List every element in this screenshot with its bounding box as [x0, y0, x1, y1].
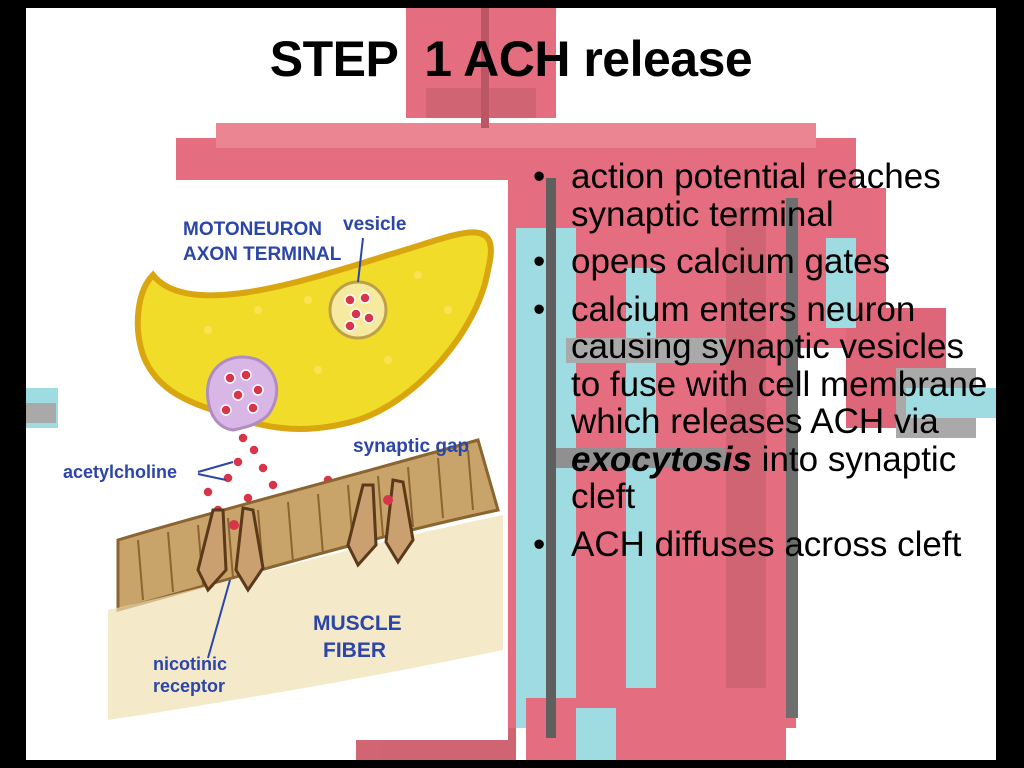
bullet-text: opens calcium gates [571, 242, 891, 281]
label-receptor-line1: nicotinic [153, 654, 227, 674]
bullet-item: calcium enters neuron causing synaptic v… [531, 289, 991, 516]
label-axon-line1: MOTONEURON [183, 219, 322, 240]
bullet-text-before: calcium enters neuron causing synaptic v… [571, 289, 988, 441]
synapse-diagram: MOTONEURON AXON TERMINAL vesicle synapti… [58, 180, 508, 740]
nicotinic-receptor-2 [346, 478, 415, 568]
label-acetylcholine: acetylcholine [63, 462, 177, 482]
label-muscle-line2: FIBER [323, 639, 386, 662]
bullet-text: action potential reaches synaptic termin… [571, 157, 941, 234]
label-synaptic-gap: synaptic gap [353, 436, 469, 457]
bullet-text-after: into synaptic cleft [571, 439, 957, 516]
label-vesicle: vesicle [343, 214, 406, 235]
bullet-emphasis: exocytosis [571, 439, 752, 479]
bullet-item: ACH diffuses across cleft [531, 524, 991, 564]
bullet-item: opens calcium gates [531, 243, 991, 281]
label-receptor-line2: receptor [153, 676, 225, 696]
bullet-item: action potential reaches synaptic termin… [531, 158, 991, 233]
slide: STEP 1 ACH release [26, 8, 996, 760]
bullet-text: ACH diffuses across cleft [571, 524, 962, 564]
nicotinic-receptor-1 [196, 506, 265, 593]
bullet-list: action potential reaches synaptic termin… [531, 158, 991, 573]
slide-title: STEP 1 ACH release [269, 31, 753, 87]
label-axon-line2: AXON TERMINAL [183, 244, 342, 265]
label-muscle-line1: MUSCLE [313, 612, 402, 635]
